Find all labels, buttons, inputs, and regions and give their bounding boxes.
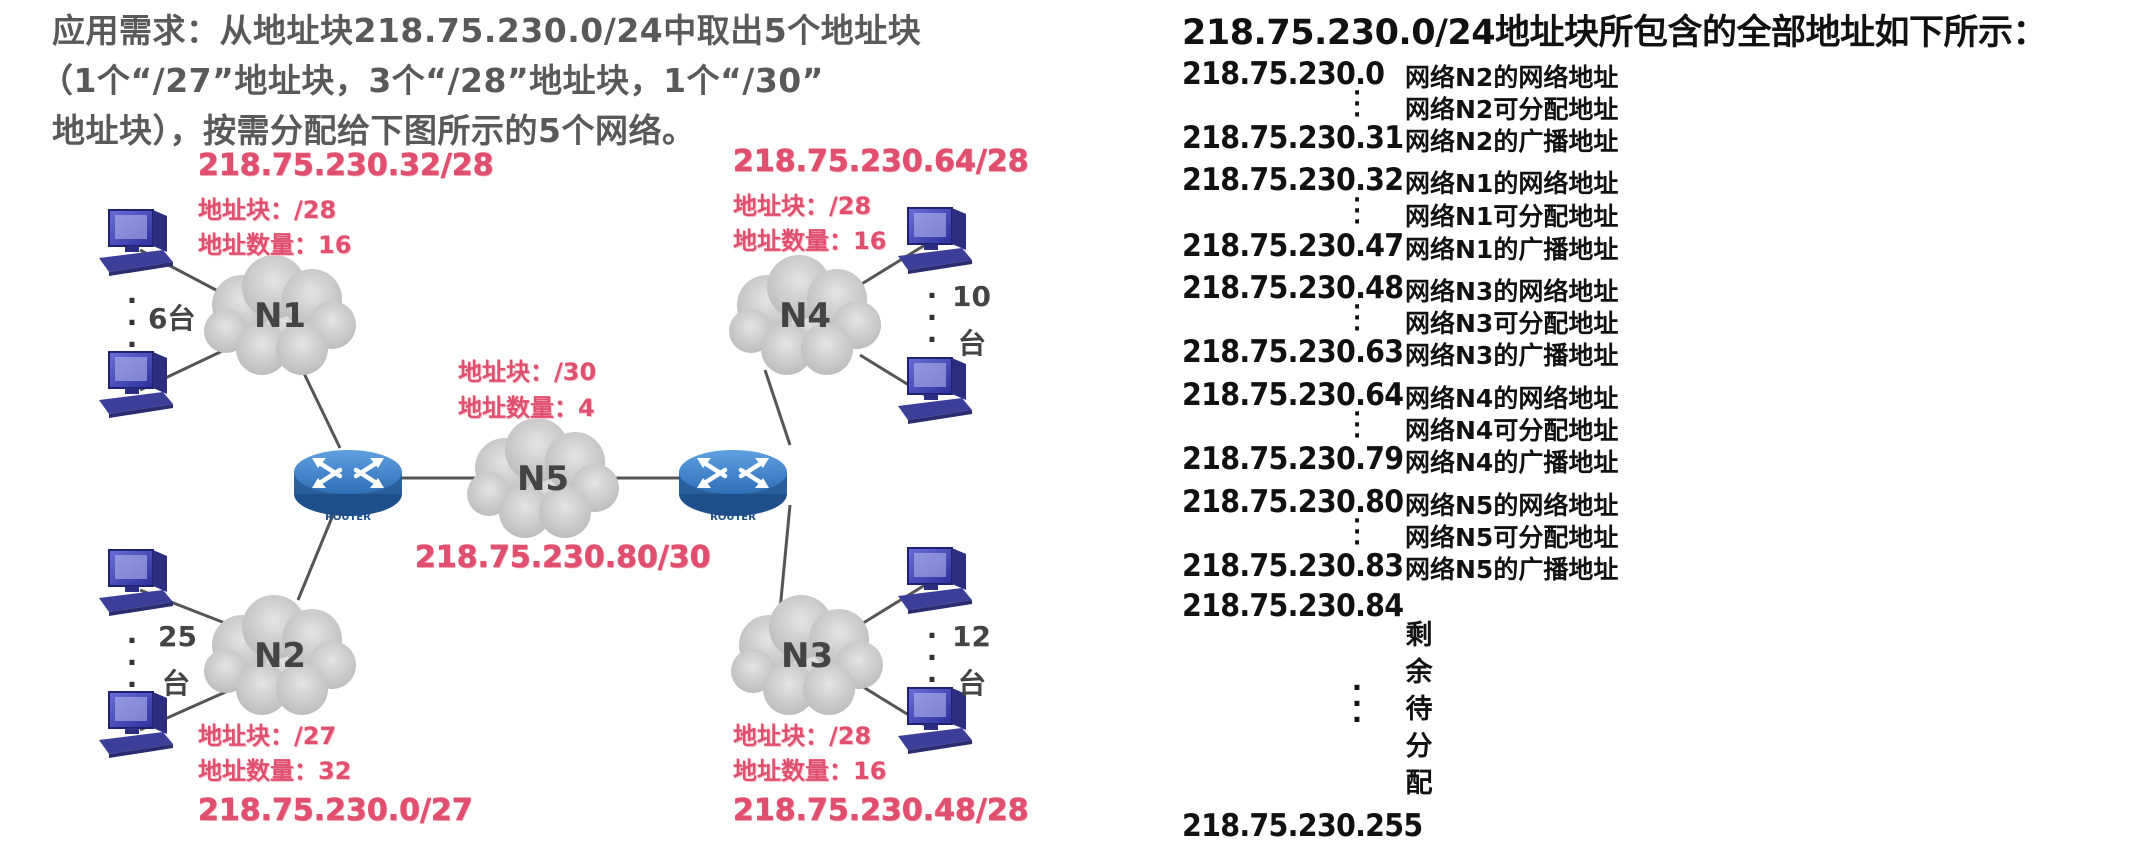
router-icon-right [679, 450, 787, 516]
address-row-8-addr: 218.75.230.63 [1182, 334, 1404, 370]
address-row-5-desc: 网络N1的广播地址 [1405, 235, 1619, 264]
n5-subnet-label: 218.75.230.80/30 [415, 540, 711, 576]
n4-host-count-number: 10 [952, 280, 991, 313]
link-n1-router-left [298, 364, 342, 449]
n3-host-count-number: 12 [952, 620, 991, 653]
n4-host-count-unit: 台 [958, 327, 987, 360]
n1-block-label: 地址块：/28 [198, 196, 337, 224]
n2-block-label: 地址块：/27 [198, 722, 337, 750]
n1-host-count: 6台 [148, 302, 196, 335]
address-row-7-desc: 网络N3可分配地址 [1405, 309, 1619, 338]
address-row-12-desc: 网络N5的网络地址 [1405, 491, 1619, 520]
address-row-0-addr: 218.75.230.0 [1182, 56, 1385, 92]
address-row-0-desc: 网络N2的网络地址 [1405, 63, 1619, 92]
computer-icon-n1-bottom [98, 351, 174, 419]
address-row-11-desc: 网络N4的广播地址 [1405, 448, 1619, 477]
n2-subnet-label: 218.75.230.0/27 [198, 793, 473, 829]
n3-host-count-unit: 台 [958, 667, 987, 700]
address-row-14-desc: 网络N5的广播地址 [1405, 555, 1619, 584]
address-row-6-desc: 网络N3的网络地址 [1405, 277, 1619, 306]
network-name-n4: N4 [779, 296, 831, 336]
n1-count-label: 地址数量：16 [198, 231, 352, 259]
computer-icon-n1-top [98, 209, 174, 277]
address-row-1-ellipsis: ··· [1352, 81, 1362, 128]
address-row-9-desc: 网络N4的网络地址 [1405, 384, 1619, 413]
address-row-12-addr: 218.75.230.80 [1182, 484, 1404, 520]
address-row-4-ellipsis: ··· [1352, 188, 1362, 235]
address-row-8-desc: 网络N3的广播地址 [1405, 341, 1619, 370]
address-row-6-addr: 218.75.230.48 [1182, 270, 1404, 306]
requirement-line-2: （1个“/27”地址块，3个“/28”地址块，1个“/30” [40, 61, 824, 100]
address-row-13-ellipsis: ··· [1352, 509, 1362, 556]
n3-subnet-label: 218.75.230.48/28 [733, 793, 1029, 829]
computer-icon-n3-top [897, 547, 973, 615]
link-pc-n3-top [859, 583, 926, 627]
network-name-n2: N2 [254, 636, 306, 676]
address-row-3-desc: 网络N1的网络地址 [1405, 169, 1619, 198]
n2-host-count-number: 25 [158, 620, 197, 653]
n3-host-ellipsis: ··· [926, 619, 938, 696]
link-router-left-n2 [296, 509, 337, 601]
address-row-7-ellipsis: ··· [1352, 295, 1362, 342]
address-row-11-addr: 218.75.230.79 [1182, 441, 1404, 477]
link-router-right-n3 [778, 504, 792, 611]
address-row-14-addr: 218.75.230.83 [1182, 548, 1404, 584]
n2-host-ellipsis: ··· [126, 624, 138, 701]
computer-icon-n4-bottom [897, 357, 973, 425]
link-pc-n4-top [859, 243, 926, 287]
n2-host-count-unit: 台 [162, 667, 191, 700]
address-row-9-addr: 218.75.230.64 [1182, 377, 1404, 413]
network-name-n3: N3 [781, 636, 833, 676]
n5-count-label: 地址数量：4 [458, 394, 595, 422]
router-icon-left [294, 450, 402, 516]
n3-block-label: 地址块：/28 [733, 722, 872, 750]
n1-host-ellipsis: ··· [126, 284, 138, 361]
computer-icon-n2-top [98, 549, 174, 617]
n4-subnet-label: 218.75.230.64/28 [733, 144, 1029, 180]
n2-count-label: 地址数量：32 [198, 757, 352, 785]
address-row-3-addr: 218.75.230.32 [1182, 162, 1404, 198]
requirement-line-3: 地址块），按需分配给下图所示的5个网络。 [52, 111, 696, 150]
address-row-2-addr: 218.75.230.31 [1182, 120, 1404, 156]
address-next: 218.75.230.84 [1182, 588, 1404, 624]
address-row-10-desc: 网络N4可分配地址 [1405, 416, 1619, 445]
address-row-13-desc: 网络N5可分配地址 [1405, 523, 1619, 552]
router-label-right: ROUTER [710, 512, 756, 523]
requirement-line-1: 应用需求：从地址块218.75.230.0/24中取出5个地址块 [52, 11, 922, 50]
network-name-n5: N5 [517, 459, 569, 499]
n4-block-label: 地址块：/28 [733, 192, 872, 220]
n3-count-label: 地址数量：16 [733, 757, 887, 785]
remaining-label: 剩余待分配 [1405, 620, 1433, 799]
n5-block-label: 地址块：/30 [458, 358, 597, 386]
address-row-10-ellipsis: ··· [1352, 402, 1362, 449]
address-row-1-desc: 网络N2可分配地址 [1405, 95, 1619, 124]
address-row-4-desc: 网络N1可分配地址 [1405, 202, 1619, 231]
address-table-title: 218.75.230.0/24地址块所包含的全部地址如下所示： [1182, 13, 2048, 53]
n4-host-ellipsis: ··· [926, 279, 938, 356]
address-row-5-addr: 218.75.230.47 [1182, 228, 1404, 264]
n4-count-label: 地址数量：16 [733, 227, 887, 255]
remaining-ellipsis: ··· [1351, 671, 1363, 736]
computer-icon-n4-top [897, 207, 973, 275]
address-row-2-desc: 网络N2的广播地址 [1405, 127, 1619, 156]
address-last: 218.75.230.255 [1182, 808, 1423, 844]
network-name-n1: N1 [254, 296, 306, 336]
n1-subnet-label: 218.75.230.32/28 [198, 148, 494, 184]
link-router-right-n4 [763, 369, 792, 446]
router-label-left: ROUTER [325, 512, 371, 523]
